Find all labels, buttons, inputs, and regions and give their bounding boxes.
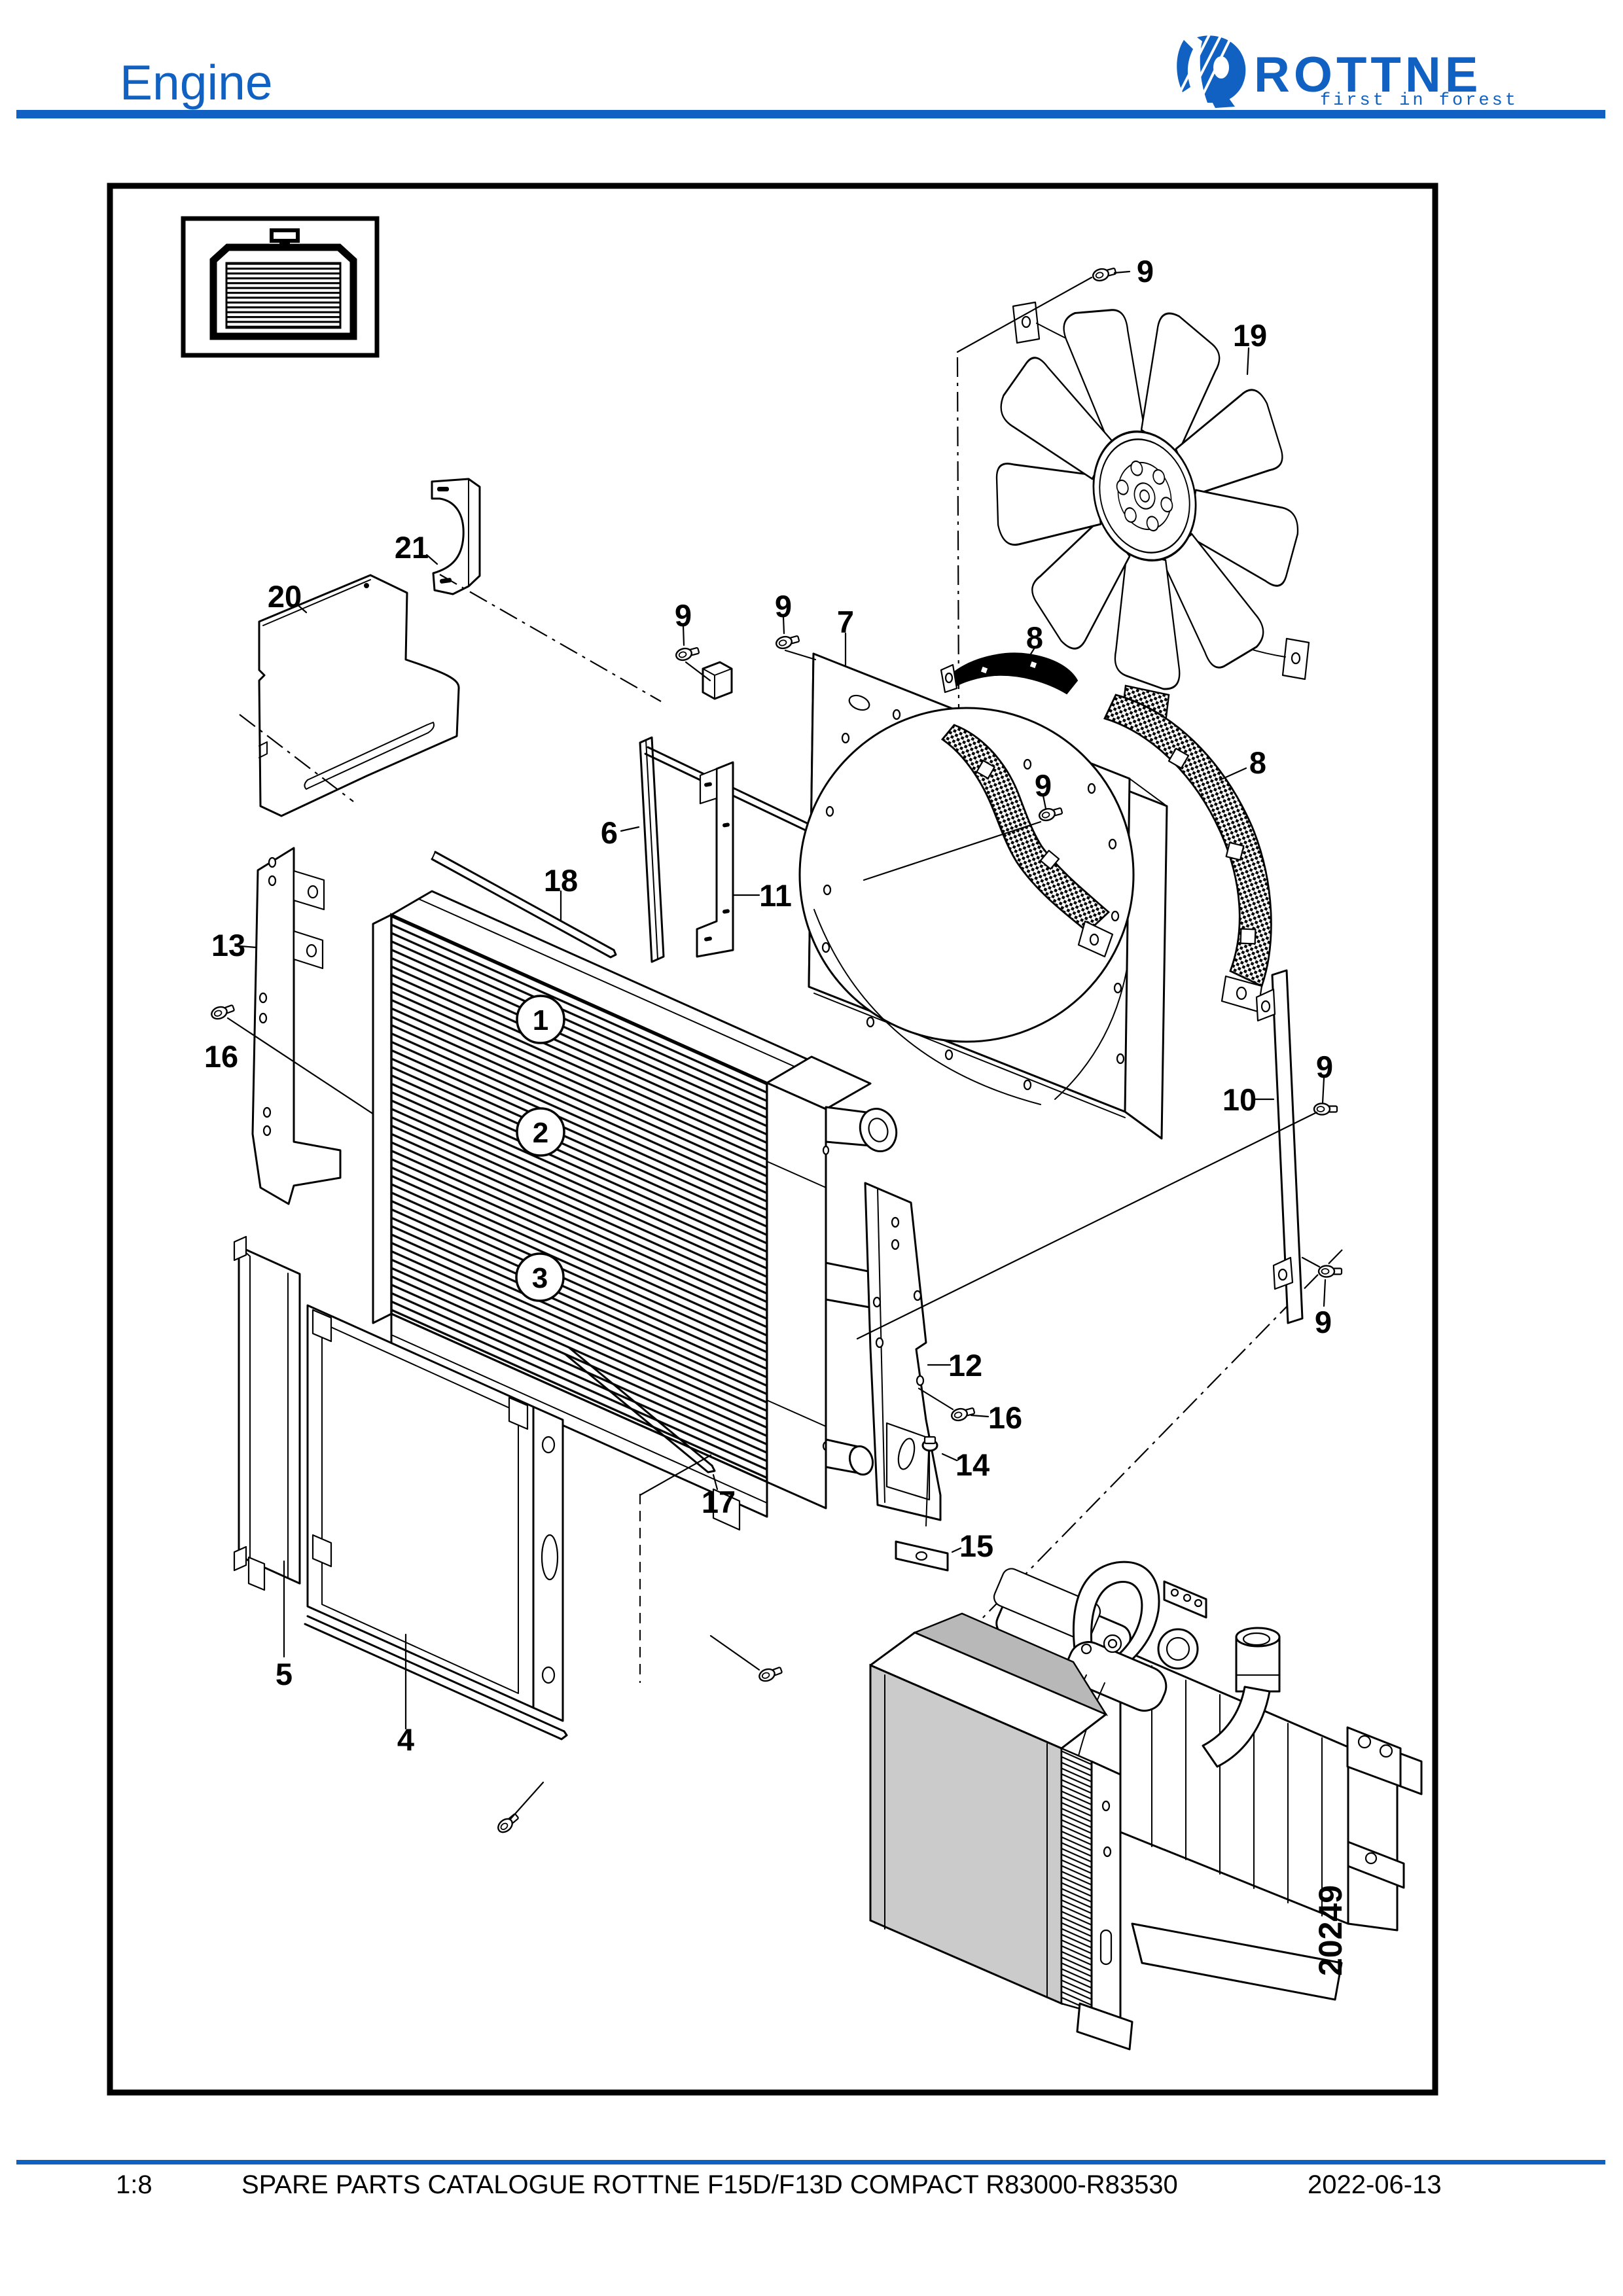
part-15-base-plate [895, 1540, 949, 1572]
part-callout-9: 9 [1035, 768, 1052, 803]
part-6-seal-strip [639, 736, 665, 963]
page-footer: 1:8 SPARE PARTS CATALOGUE ROTTNE F15D/F1… [16, 2160, 1605, 2199]
part-5-frame [233, 1235, 301, 1591]
part-callout-17: 17 [702, 1485, 736, 1519]
footer-scale: 1:8 [116, 2170, 152, 2199]
footer-rule [16, 2160, 1605, 2164]
page-title: Engine [120, 55, 273, 110]
part-callout-20: 20 [268, 579, 302, 614]
axis-line [439, 574, 662, 702]
circled-callout-3 [515, 1252, 565, 1302]
bolt-14 [921, 1436, 938, 1527]
part-11-bracket [696, 661, 734, 958]
part-4-condenser [304, 1304, 568, 1740]
part-callout-12: 12 [948, 1348, 982, 1383]
header-rule [16, 110, 1605, 118]
thumbnail-box [181, 216, 380, 358]
part-callout-7: 7 [837, 605, 854, 639]
radiator-tank [766, 1082, 827, 1510]
part-callout-13: 13 [211, 928, 245, 963]
part-callout-9: 9 [1137, 254, 1154, 289]
fan-assembly [988, 299, 1310, 693]
part-callout-5: 5 [276, 1657, 293, 1691]
part-10-bracket-bar [1255, 969, 1304, 1324]
logo-tagline: first in forest [1320, 91, 1518, 111]
part-12-side-plate [864, 1182, 942, 1521]
fan-axis-line [956, 357, 960, 711]
part-callout-19: 19 [1233, 318, 1267, 353]
axis-line [239, 714, 354, 802]
circled-callout-label-2: 2 [533, 1117, 548, 1149]
part-callout-16: 16 [988, 1400, 1022, 1435]
part-callout-9: 9 [675, 598, 692, 633]
rottne-logo: ROTTNE first in forest [1176, 33, 1518, 111]
drawing-number: 20249 [1312, 1885, 1349, 1976]
part-13-side-plate [251, 847, 342, 1205]
shroud-opening [798, 707, 1135, 1043]
circled-callout-2 [516, 1107, 565, 1157]
part-callout-8: 8 [1249, 745, 1266, 780]
engine-oil-pan [1131, 1922, 1343, 2001]
page-header: Engine ROTTNE first in forest [16, 33, 1605, 118]
part-callout-21: 21 [395, 530, 429, 565]
part-11-top-bracket [702, 661, 733, 700]
leader-lines [239, 270, 1327, 1730]
part-callout-6: 6 [601, 815, 618, 850]
logo-brand-text: ROTTNE [1254, 47, 1482, 103]
circled-callout-label-1: 1 [533, 1004, 548, 1036]
part-callout-8: 8 [1026, 620, 1043, 655]
radiator-assembly [372, 890, 917, 1531]
engine-assembly [869, 1561, 1423, 2051]
part-callout-14: 14 [955, 1447, 990, 1482]
footer-date: 2022-06-13 [1308, 2170, 1442, 2199]
part-callout-10: 10 [1222, 1082, 1257, 1117]
radiator-icon [209, 228, 357, 340]
part-callout-18: 18 [544, 863, 578, 898]
circled-callout-label-3: 3 [532, 1262, 548, 1294]
circled-callout-1 [516, 995, 565, 1044]
part-callout-15: 15 [959, 1528, 993, 1563]
part-callout-16: 16 [204, 1039, 238, 1074]
part-17-seal-strip [564, 1347, 716, 1474]
part-7-fan-shroud [798, 652, 1168, 1140]
part-callout-9: 9 [775, 589, 792, 624]
rottne-logo-mark [1176, 33, 1246, 108]
part-18-seal-strip [431, 851, 617, 959]
part-20-plate [258, 574, 460, 817]
footer-title: SPARE PARTS CATALOGUE ROTTNE F15D/F13D C… [241, 2170, 1178, 2199]
part-callout-9: 9 [1315, 1305, 1332, 1339]
part-8-belt-guards [940, 652, 1272, 1013]
part-callout-11: 11 [759, 878, 792, 913]
part-callout-4: 4 [397, 1722, 414, 1757]
part-callout-9: 9 [1316, 1050, 1333, 1084]
